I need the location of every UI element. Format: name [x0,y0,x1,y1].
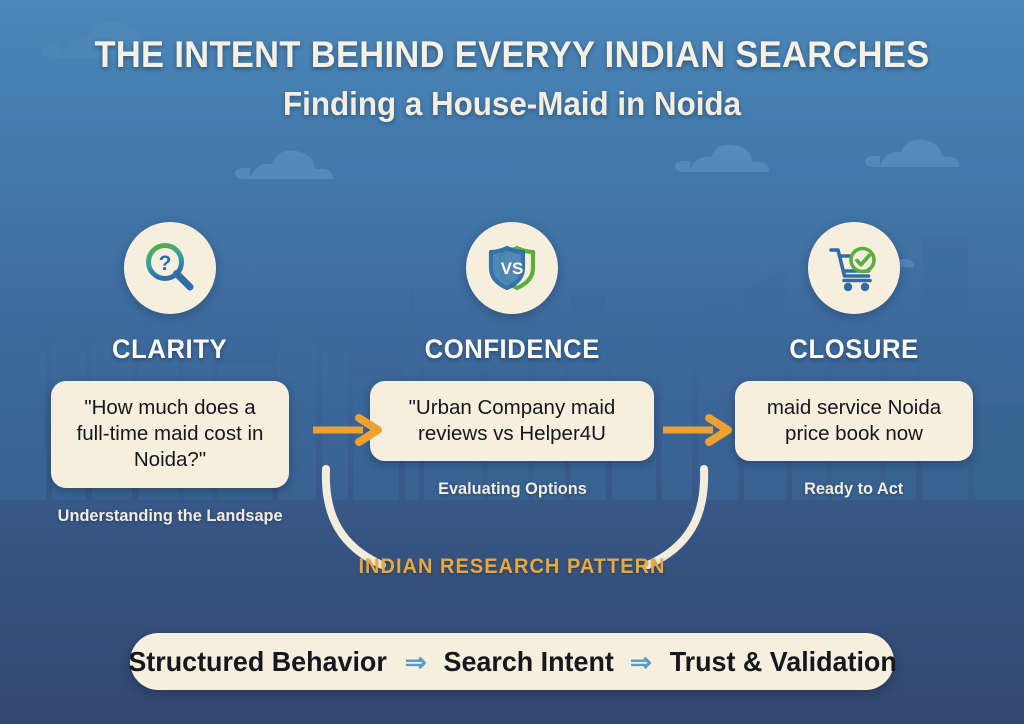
header-block: THE INTENT BEHIND EVERYY INDIAN SEARCHES… [0,34,1024,123]
stage-label-clarity: CLARITY [112,334,228,364]
connector-arrow-2-icon [663,414,732,446]
stage-caption-closure: Ready to Act [804,479,904,499]
page-subtitle: Finding a House-Maid in Noida [282,85,742,122]
versus-shields-icon: VS [488,245,536,291]
banner-segment-2: Search Intent [443,645,614,677]
magnifier-question-icon: ? [146,243,194,291]
stage-label-closure: CLOSURE [789,334,919,364]
magnifier-question-icon-badge: ? [124,222,216,314]
connector-arrow-1-icon [313,414,382,446]
query-card-confidence: "Urban Company maid reviews vs Helper4U [370,381,654,462]
query-card-clarity: "How much does a full-time maid cost in … [51,381,289,488]
banner-segment-1: Structured Behavior [128,645,387,677]
stage-column-closure: CLOSURE maid service Noida price book no… [712,222,996,526]
cart-check-icon [829,246,876,292]
cart-check-icon-badge [808,222,900,314]
question-mark-glyph: ? [159,252,172,275]
stage-caption-confidence: Evaluating Options [437,479,587,499]
stage-column-clarity: ? CLARITY "How much does a full-time mai… [28,222,312,526]
stages-row: ? CLARITY "How much does a full-time mai… [0,222,1024,526]
query-card-closure: maid service Noida price book now [735,381,973,462]
versus-shields-icon-badge: VS [466,222,558,314]
page-title: THE INTENT BEHIND EVERYY INDIAN SEARCHES [94,34,930,75]
stage-label-confidence: CONFIDENCE [424,334,600,364]
stage-caption-clarity: Understanding the Landsape [57,505,283,525]
loop-pattern-label: INDIAN RESEARCH PATTERN [358,555,666,578]
stage-column-confidence: VS CONFIDENCE "Urban Company maid review… [370,222,654,526]
banner-segment-3: Trust & Validation [669,645,897,677]
vs-text-glyph: VS [501,259,524,278]
summary-banner: Structured Behavior ⇒ Search Intent ⇒ Tr… [128,633,897,690]
banner-separator-1-icon: ⇒ [404,646,427,677]
banner-separator-2-icon: ⇒ [630,646,652,677]
